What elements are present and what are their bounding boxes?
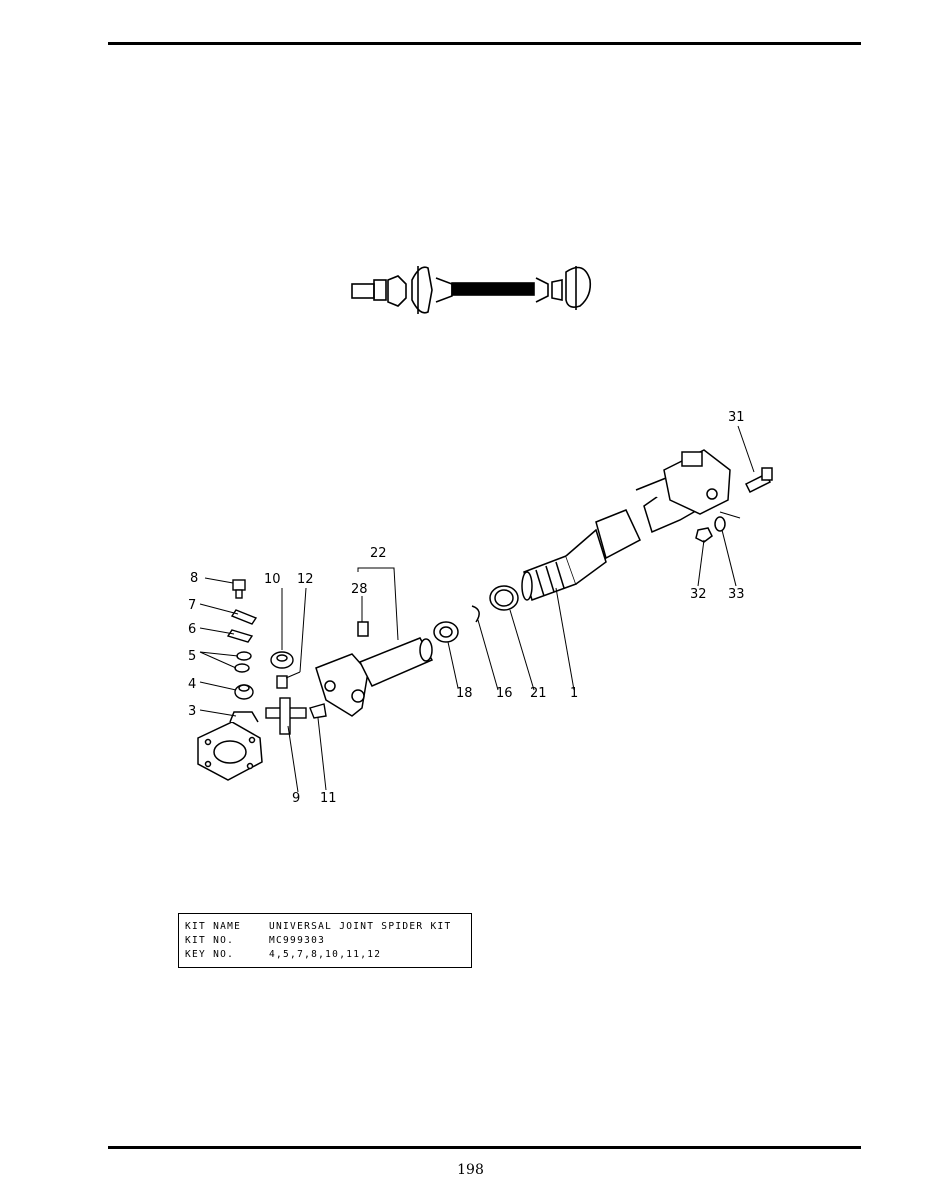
callout-33: 33 bbox=[728, 587, 745, 602]
callout-1: 1 bbox=[570, 686, 578, 701]
kit-name-value: UNIVERSAL JOINT SPIDER KIT bbox=[269, 921, 452, 932]
kit-number-label: KIT NO. bbox=[185, 935, 235, 946]
callout-10: 10 bbox=[264, 572, 281, 587]
callout-18: 18 bbox=[456, 686, 473, 701]
key-number-label: KEY NO. bbox=[185, 949, 235, 960]
callout-22: 22 bbox=[370, 546, 387, 561]
flange-yoke-part-3 bbox=[197, 711, 263, 781]
assembly-overview-illustration bbox=[351, 266, 592, 314]
callout-16: 16 bbox=[496, 686, 513, 701]
bottom-rule bbox=[108, 1146, 861, 1149]
key-number-value: 4,5,7,8,10,11,12 bbox=[269, 949, 382, 960]
callout-7: 7 bbox=[188, 598, 196, 613]
callout-5: 5 bbox=[188, 649, 196, 664]
callout-12: 12 bbox=[297, 572, 314, 587]
kit-info-table: KIT NAME UNIVERSAL JOINT SPIDER KIT KIT … bbox=[178, 913, 472, 968]
callout-3: 3 bbox=[188, 704, 196, 719]
callout-11: 11 bbox=[320, 791, 337, 806]
driveshaft-body bbox=[315, 449, 773, 717]
page-number: 198 bbox=[457, 1162, 484, 1178]
kit-name-label: KIT NAME bbox=[185, 921, 242, 932]
callout-4: 4 bbox=[188, 677, 196, 692]
callout-leader-lines bbox=[199, 425, 755, 793]
kit-number-value: MC999303 bbox=[269, 935, 326, 946]
callout-28: 28 bbox=[351, 582, 368, 597]
kit-row-name: KIT NAME UNIVERSAL JOINT SPIDER KIT bbox=[185, 920, 471, 934]
callout-31: 31 bbox=[728, 410, 745, 425]
callout-8: 8 bbox=[190, 571, 198, 586]
callout-9: 9 bbox=[292, 791, 300, 806]
kit-row-number: KIT NO. MC999303 bbox=[185, 934, 471, 948]
top-rule bbox=[108, 42, 861, 45]
spider-kit-small-parts bbox=[226, 579, 327, 735]
kit-row-key: KEY NO. 4,5,7,8,10,11,12 bbox=[185, 948, 471, 962]
callout-32: 32 bbox=[690, 587, 707, 602]
callout-21: 21 bbox=[530, 686, 547, 701]
callout-6: 6 bbox=[188, 622, 196, 637]
